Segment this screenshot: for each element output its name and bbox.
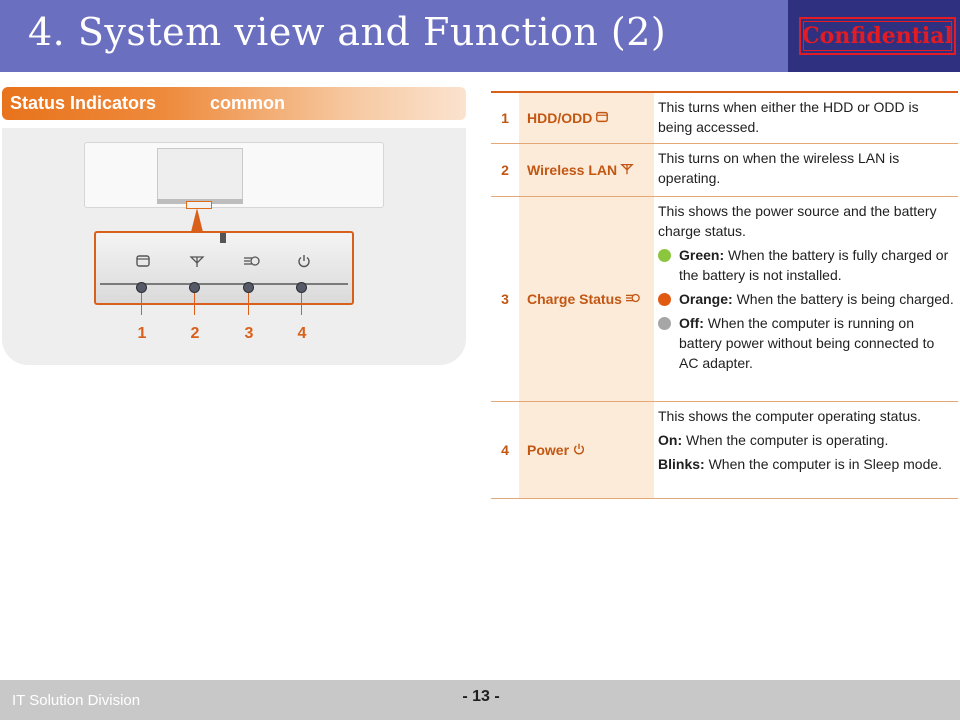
orange-dot — [658, 293, 671, 306]
callout-number: 1 — [137, 325, 147, 342]
callout-line — [248, 293, 249, 315]
led-wireless — [189, 282, 200, 293]
bullet-text: When the battery is being charged. — [732, 291, 954, 307]
bullet-text: When the computer is running on battery … — [679, 315, 935, 371]
row-desc-text: This shows the computer operating status… — [658, 408, 922, 424]
gray-dot — [658, 317, 671, 330]
green-dot — [658, 249, 671, 262]
table-row: 4 Power This shows the computer operatin… — [491, 402, 958, 499]
indicator-table: 1 HDD/ODD This turns when either the HDD… — [491, 91, 958, 499]
callout-line — [194, 293, 195, 315]
bullet-label: Off: — [679, 315, 704, 331]
bullet-off: Off: When the computer is running on bat… — [658, 313, 954, 373]
row-number: 4 — [501, 442, 509, 458]
header-right-block — [788, 0, 960, 72]
row-number: 3 — [501, 291, 509, 307]
status-bar-title: Status Indicators — [10, 93, 157, 113]
table-row: 2 Wireless LAN This turns on when the wi… — [491, 144, 958, 197]
status-bar-subtitle: common — [210, 93, 286, 113]
led-charge — [243, 282, 254, 293]
led-hdd — [136, 282, 147, 293]
callout-pointer — [191, 208, 203, 232]
row-name-text: HDD/ODD — [527, 110, 593, 126]
item-text: When the computer is operating. — [682, 432, 889, 448]
row-description: This turns when either the HDD or ODD is… — [654, 93, 958, 143]
slide-header: 4. System view and Function (2) Confiden… — [0, 0, 960, 72]
page-number: - 13 - — [462, 688, 500, 705]
power-blinks-item: Blinks: When the computer is in Sleep mo… — [658, 454, 954, 474]
bullet-orange: Orange: When the battery is being charge… — [658, 289, 954, 309]
row-desc-text: This turns on when the wireless LAN is o… — [658, 150, 900, 186]
indicator-illustration: 1 2 3 4 — [2, 128, 466, 365]
bullet-text: When the battery is fully charged or the… — [679, 247, 949, 283]
slide-title: 4. System view and Function (2) — [28, 10, 667, 54]
indicator-panel-zoom — [94, 231, 354, 305]
callout-number: 2 — [190, 325, 200, 342]
item-label: On: — [658, 432, 683, 448]
laptop-palmrest — [84, 142, 384, 209]
charge-icon — [625, 291, 641, 308]
power-on-item: On: When the computer is operating. — [658, 430, 954, 450]
row-name-text: Power — [527, 442, 570, 458]
confidential-stamp: Confidential — [799, 17, 956, 55]
row-number: 2 — [501, 162, 509, 178]
charge-icon — [242, 253, 262, 273]
row-name: Power — [519, 402, 654, 498]
row-name: HDD/ODD — [519, 93, 654, 143]
callout-line — [141, 293, 142, 315]
led-power — [296, 282, 307, 293]
row-name-text: Wireless LAN — [527, 162, 618, 178]
bullet-label: Orange: — [679, 291, 733, 307]
table-row: 3 Charge Status This shows the power sou… — [491, 197, 958, 402]
confidential-label: Confidential — [802, 23, 953, 49]
row-desc-text: This shows the power source and the batt… — [658, 203, 937, 239]
item-label: Blinks: — [658, 456, 705, 472]
slide-footer: IT Solution Division - 13 - — [0, 680, 960, 720]
row-name: Wireless LAN — [519, 144, 654, 196]
row-description: This shows the power source and the batt… — [654, 197, 958, 401]
power-icon — [294, 253, 314, 273]
row-description: This turns on when the wireless LAN is o… — [654, 144, 958, 196]
status-indicators-bar: Status Indicators common — [2, 87, 466, 120]
power-icon — [572, 442, 586, 459]
panel-notch — [220, 233, 226, 243]
bullet-green: Green: When the battery is fully charged… — [658, 245, 954, 285]
wireless-icon — [187, 253, 207, 273]
row-number: 1 — [501, 110, 509, 126]
panel-divider — [100, 283, 348, 285]
item-text: When the computer is in Sleep mode. — [704, 456, 943, 472]
row-name-text: Charge Status — [527, 291, 622, 307]
hdd-icon — [595, 110, 609, 127]
hdd-icon — [133, 253, 153, 273]
division-label: IT Solution Division — [12, 692, 141, 709]
touchpad — [157, 148, 243, 200]
wireless-icon — [620, 162, 634, 179]
table-row: 1 HDD/ODD This turns when either the HDD… — [491, 93, 958, 144]
callout-number: 4 — [297, 325, 307, 342]
row-description: This shows the computer operating status… — [654, 402, 958, 498]
callout-line — [301, 293, 302, 315]
callout-number: 3 — [244, 325, 254, 342]
row-name: Charge Status — [519, 197, 654, 401]
row-desc-text: This turns when either the HDD or ODD is… — [658, 99, 919, 135]
bullet-label: Green: — [679, 247, 725, 263]
